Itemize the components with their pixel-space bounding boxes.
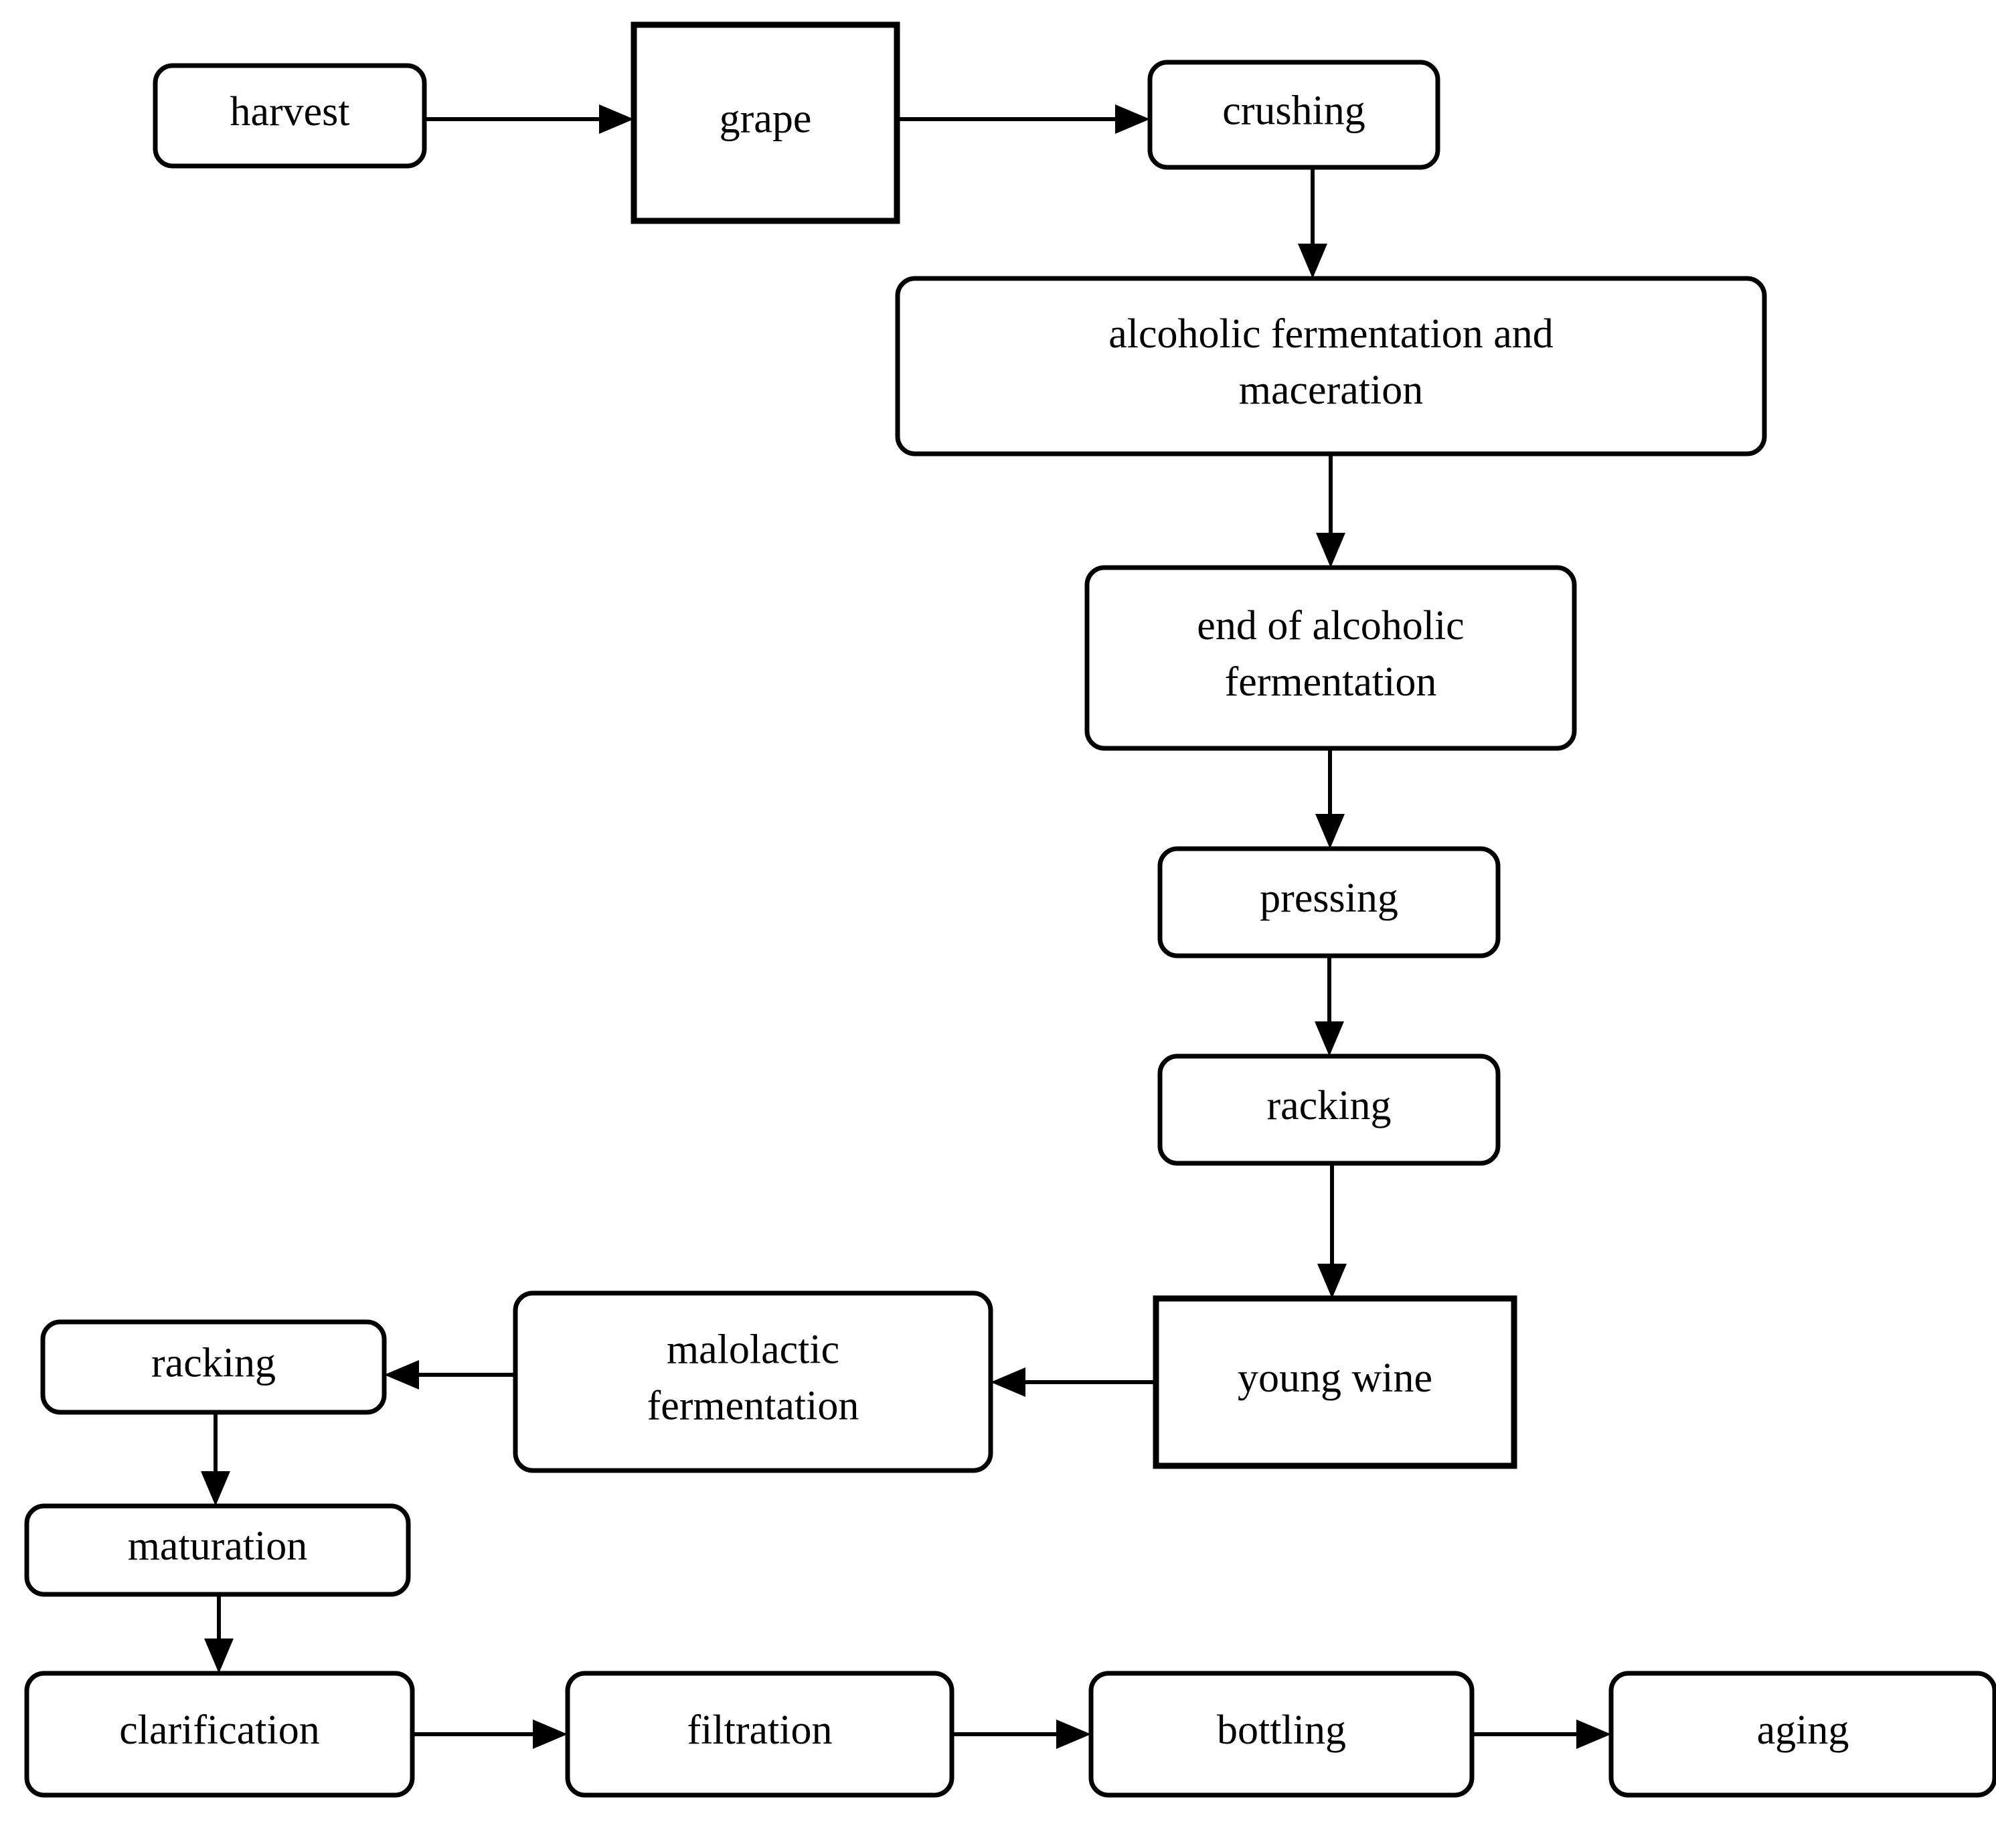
node-label-racking-1: racking [1267,1083,1392,1128]
edge-harvest-to-grape [424,104,634,134]
edge-malo-ferm-to-racking-2 [384,1360,515,1390]
edge-young-wine-to-malo-ferm [991,1367,1156,1397]
node-racking-1[interactable]: racking [1157,1054,1501,1166]
node-racking-2[interactable]: racking [40,1319,387,1415]
edge-crushing-to-alc-ferm [1298,167,1327,278]
edge-end-alc-ferm-to-pressing [1315,748,1345,849]
arrowhead-icon [1576,1719,1611,1749]
arrowhead-icon [1298,244,1327,278]
node-pressing[interactable]: pressing [1157,846,1501,958]
arrowhead-icon [1316,533,1345,568]
node-box-bottling [1088,1671,1475,1798]
node-label-harvest: harvest [230,89,349,135]
arrowhead-icon [1315,814,1345,849]
node-box-racking-2 [40,1319,387,1415]
arrowhead-icon [1115,104,1150,134]
node-label-grape: grape [720,96,812,142]
arrowhead-icon [533,1719,568,1749]
arrowhead-icon [991,1367,1025,1397]
node-crushing[interactable]: crushing [1147,60,1440,170]
node-box-young-wine [1153,1295,1517,1469]
node-label-end-alc-ferm: fermentation [1225,659,1437,705]
node-box-grape [631,21,900,224]
node-young-wine[interactable]: young wine [1153,1295,1517,1469]
edge-filtration-to-bottling [952,1719,1091,1749]
node-box-maturation [24,1503,411,1597]
node-label-aging: aging [1757,1707,1849,1753]
node-label-alc-ferm: maceration [1239,367,1423,413]
nodes-layer: harvest grape crushing alcoholic fermentati… [24,21,1996,1798]
node-box-pressing [1157,846,1501,958]
node-malo-ferm[interactable]: malolactic fermentation [513,1290,993,1473]
arrowhead-icon [204,1639,234,1673]
node-box-malo-ferm [513,1290,993,1473]
edge-maturation-to-clarification [204,1594,234,1673]
edge-grape-to-crushing [897,104,1150,134]
node-label-malo-ferm: malolactic [667,1327,839,1373]
node-clarification[interactable]: clarification [24,1671,415,1798]
node-label-alc-ferm: alcoholic fermentation and [1108,311,1554,357]
edges-layer [201,104,1611,1749]
node-box-alc-ferm [895,276,1767,456]
node-box-aging [1608,1671,1996,1798]
node-aging[interactable]: aging [1608,1671,1996,1798]
node-box-clarification [24,1671,415,1798]
node-label-young-wine: young wine [1238,1355,1432,1401]
node-label-malo-ferm: fermentation [647,1383,859,1429]
node-harvest[interactable]: harvest [153,63,427,169]
arrowhead-icon [384,1360,419,1390]
node-label-racking-2: racking [151,1341,276,1386]
node-label-bottling: bottling [1217,1707,1346,1753]
arrowhead-icon [1315,1021,1344,1056]
node-bottling[interactable]: bottling [1088,1671,1475,1798]
node-end-alc-ferm[interactable]: end of alcoholic fermentation [1084,565,1577,751]
node-box-end-alc-ferm [1084,565,1577,751]
node-label-crushing: crushing [1222,88,1365,134]
node-box-crushing [1147,60,1440,170]
node-label-end-alc-ferm: end of alcoholic [1197,603,1464,649]
node-alc-ferm[interactable]: alcoholic fermentation and maceration [895,276,1767,456]
edge-alc-ferm-to-end-alc-ferm [1316,454,1345,568]
arrowhead-icon [201,1471,230,1506]
edge-bottling-to-aging [1472,1719,1611,1749]
node-label-pressing: pressing [1260,875,1398,921]
arrowhead-icon [1317,1264,1347,1298]
arrowhead-icon [1056,1719,1091,1749]
edge-racking-1-to-young-wine [1317,1163,1347,1298]
node-box-filtration [565,1671,954,1798]
edge-clarification-to-filtration [412,1719,568,1749]
node-box-harvest [153,63,427,169]
edge-pressing-to-racking-1 [1315,956,1344,1056]
node-label-clarification: clarification [119,1707,320,1753]
node-box-racking-1 [1157,1054,1501,1166]
node-maturation[interactable]: maturation [24,1503,411,1597]
node-label-maturation: maturation [128,1523,308,1569]
edge-racking-2-to-maturation [201,1412,230,1506]
node-filtration[interactable]: filtration [565,1671,954,1798]
node-label-filtration: filtration [687,1707,833,1753]
node-grape[interactable]: grape [631,21,900,224]
arrowhead-icon [599,104,634,134]
